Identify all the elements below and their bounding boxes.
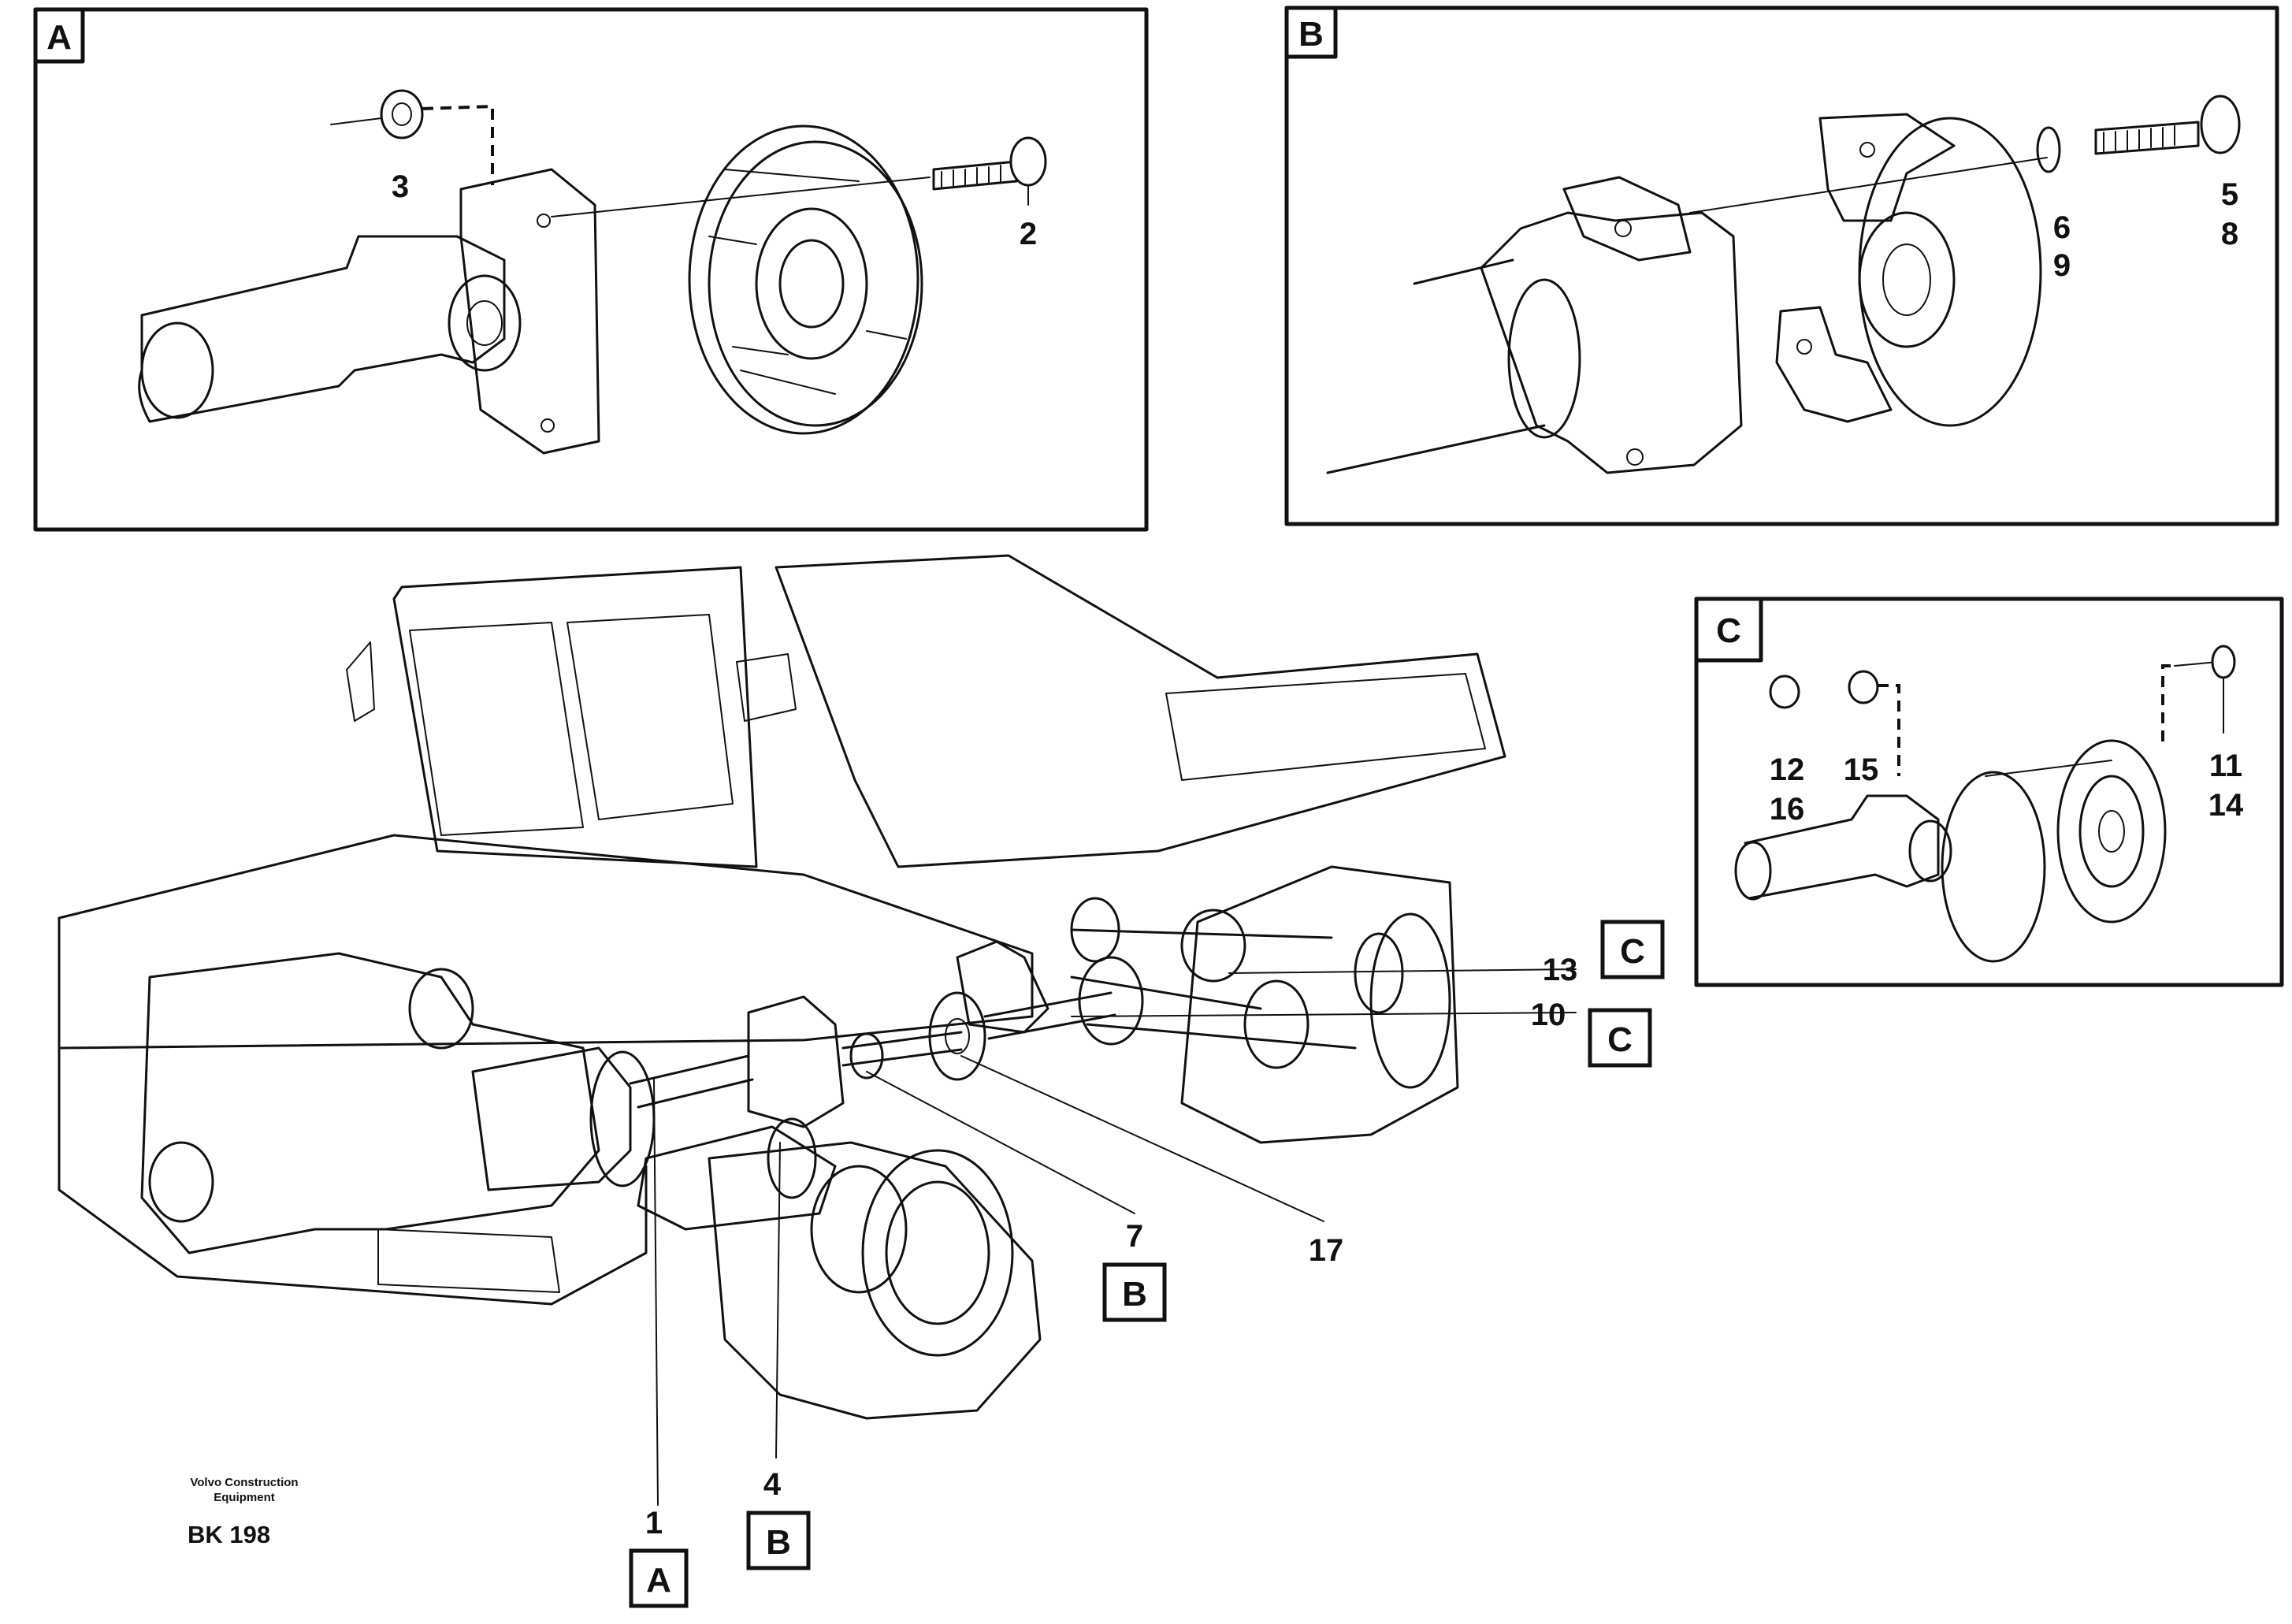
part-number-8: 8 [2221,217,2238,251]
svg-text:B: B [766,1523,791,1562]
part-number-7: 7 [1126,1219,1143,1254]
callout-b-4: B [746,1511,811,1570]
part-number-5: 5 [2221,177,2238,212]
part-number-3: 3 [392,169,409,204]
manufacturer-credit: Volvo Construction Equipment [150,1475,339,1505]
drive-shaft-c [1734,739,2167,963]
part-number-13: 13 [1543,953,1578,987]
leader-13 [1228,968,1577,974]
part-number-14: 14 [2208,788,2244,823]
drawing-code: BK 198 [188,1521,271,1548]
callout-b-7: B [1102,1262,1167,1322]
cab [392,566,758,868]
part-number-4: 4 [763,1467,782,1502]
svg-text:C: C [1620,932,1645,971]
coupling-flange-b [1775,113,2042,427]
leader-7 [866,1071,1135,1214]
nut-3 [330,89,494,185]
svg-text:C: C [1607,1020,1633,1059]
part-number-9: 9 [2053,248,2071,283]
washer-bolt-b [1689,95,2241,214]
front-differential [637,995,908,1294]
leader-17 [960,1055,1324,1222]
flange-plate-a [459,168,600,455]
propeller-shafts [629,991,1116,1109]
part-number-1: 1 [645,1506,663,1540]
svg-text:A: A [646,1561,671,1600]
drive-shaft-yoke-a [138,235,522,423]
callout-a-1: A [629,1548,689,1608]
part-number-17: 17 [1309,1233,1344,1268]
callout-c-10: C [1588,1008,1652,1068]
panel-a-letter: A [46,18,72,57]
front-wheel [708,1141,1042,1420]
detail-panel-a: A [33,7,1149,532]
articulated-hauler-drawing: 13 10 7 17 1 4 C C B A B [58,554,1665,1608]
leader-4 [775,1142,781,1459]
detail-panel-c: C 12 16 15 11 14 [1694,596,2284,987]
rear-bogie [956,865,1459,1144]
engine-transmission [140,952,656,1254]
svg-text:B: B [1122,1275,1147,1314]
panel-c-letter-box [1694,596,1763,663]
front-bumper [58,916,648,1306]
part-number-16: 16 [1770,792,1805,827]
detail-panel-b: B 6 9 5 8 [1284,6,2279,526]
callout-c-13: C [1600,920,1665,979]
part-number-6: 6 [2053,210,2071,245]
manufacturer-line-1: Volvo Construction [190,1476,299,1489]
part-number-10: 10 [1531,998,1566,1032]
panel-b-letter-box [1284,6,1338,59]
part-number-2: 2 [1020,217,1037,251]
part-number-15: 15 [1844,753,1879,787]
panel-b-letter: B [1298,15,1324,54]
engine-hood [58,834,1034,1050]
nuts-c [1769,670,1900,776]
drive-shaft-b [1326,176,1743,474]
bolt-c [2161,645,2236,745]
panel-c-letter: C [1716,611,1741,650]
panel-a-letter-box [33,7,85,64]
leader-1 [653,1079,659,1506]
part-number-11: 11 [2209,749,2242,783]
manufacturer-line-2: Equipment [214,1491,275,1504]
leader-10 [1071,1012,1577,1017]
coupling-disc-a [688,124,923,435]
dump-body [775,554,1506,868]
part-number-12: 12 [1770,753,1805,787]
bolt-2 [551,136,1047,217]
